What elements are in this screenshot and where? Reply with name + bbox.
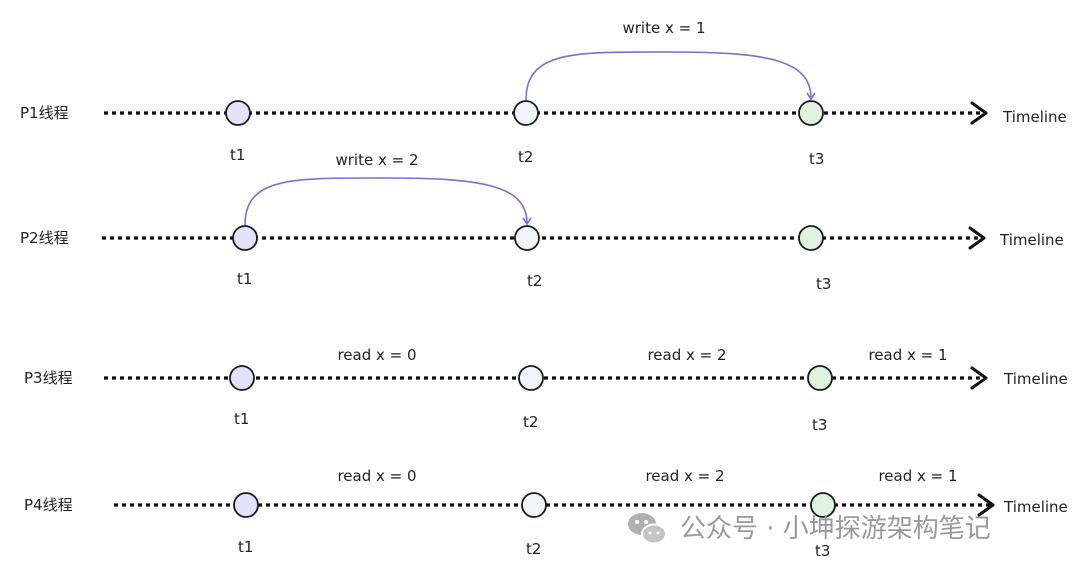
thread-row-1: P1线程 Timeline t1 t2 t3 write x = 1 [20,19,1067,168]
thread-row-3: P3线程 Timeline t1 t2 t3 read x = 0 read x = 2 re… [24,346,1068,434]
thread-label: P4线程 [24,496,73,514]
thread-label: P2线程 [20,229,69,247]
timeline-label: Timeline [1003,370,1068,388]
timeline-label: Timeline [1002,108,1067,126]
time-label: t1 [238,538,253,556]
time-label: t3 [816,275,831,293]
time-node-t2 [521,492,547,518]
watermark: 公众号 · 小坤探游架构笔记 [628,513,991,545]
timeline-label: Timeline [999,231,1064,249]
arrow-right-icon [970,366,988,390]
time-label: t3 [812,416,827,434]
read-op-label: read x = 0 [337,346,416,364]
time-node-t3 [807,365,833,391]
read-op-label: read x = 1 [868,346,947,364]
time-node-t2 [518,365,544,391]
time-node-t1 [232,225,258,251]
time-node-t2 [513,100,539,126]
write-op-label: write x = 2 [335,151,418,169]
time-label: t1 [230,146,245,164]
thread-row-2: P2线程 Timeline t1 t2 t3 write x = 2 [20,151,1064,293]
watermark-text: 公众号 · 小坤探游架构笔记 [680,514,991,544]
write-arc [244,177,532,226]
arrow-right-icon [968,226,986,250]
arrow-right-icon [977,493,995,517]
timeline-label: Timeline [1003,498,1068,516]
arrow-right-icon [970,101,988,125]
thread-label: P3线程 [24,369,73,387]
thread-row-4: P4线程 Timeline t1 t2 t3 read x = 0 read x = 2 re… [24,467,1068,560]
time-label: t1 [234,410,249,428]
time-node-t3 [798,100,824,126]
write-op-label: write x = 1 [622,19,705,37]
thread-label: P1线程 [20,104,69,122]
read-op-label: read x = 0 [337,467,416,485]
wechat-icon [628,513,667,545]
read-op-label: read x = 2 [647,346,726,364]
time-node-t2 [514,225,540,251]
time-label: t2 [526,540,541,558]
time-label: t3 [809,150,824,168]
time-label: t1 [237,270,252,288]
time-label: t2 [523,413,538,431]
write-arc [525,51,816,101]
time-node-t1 [233,492,259,518]
read-op-label: read x = 1 [878,467,957,485]
time-label: t3 [815,542,830,560]
time-node-t1 [229,365,255,391]
time-node-t3 [810,492,836,518]
time-node-t3 [798,225,824,251]
time-label: t2 [527,272,542,290]
time-label: t2 [518,148,533,166]
read-op-label: read x = 2 [645,467,724,485]
time-node-t1 [225,100,251,126]
